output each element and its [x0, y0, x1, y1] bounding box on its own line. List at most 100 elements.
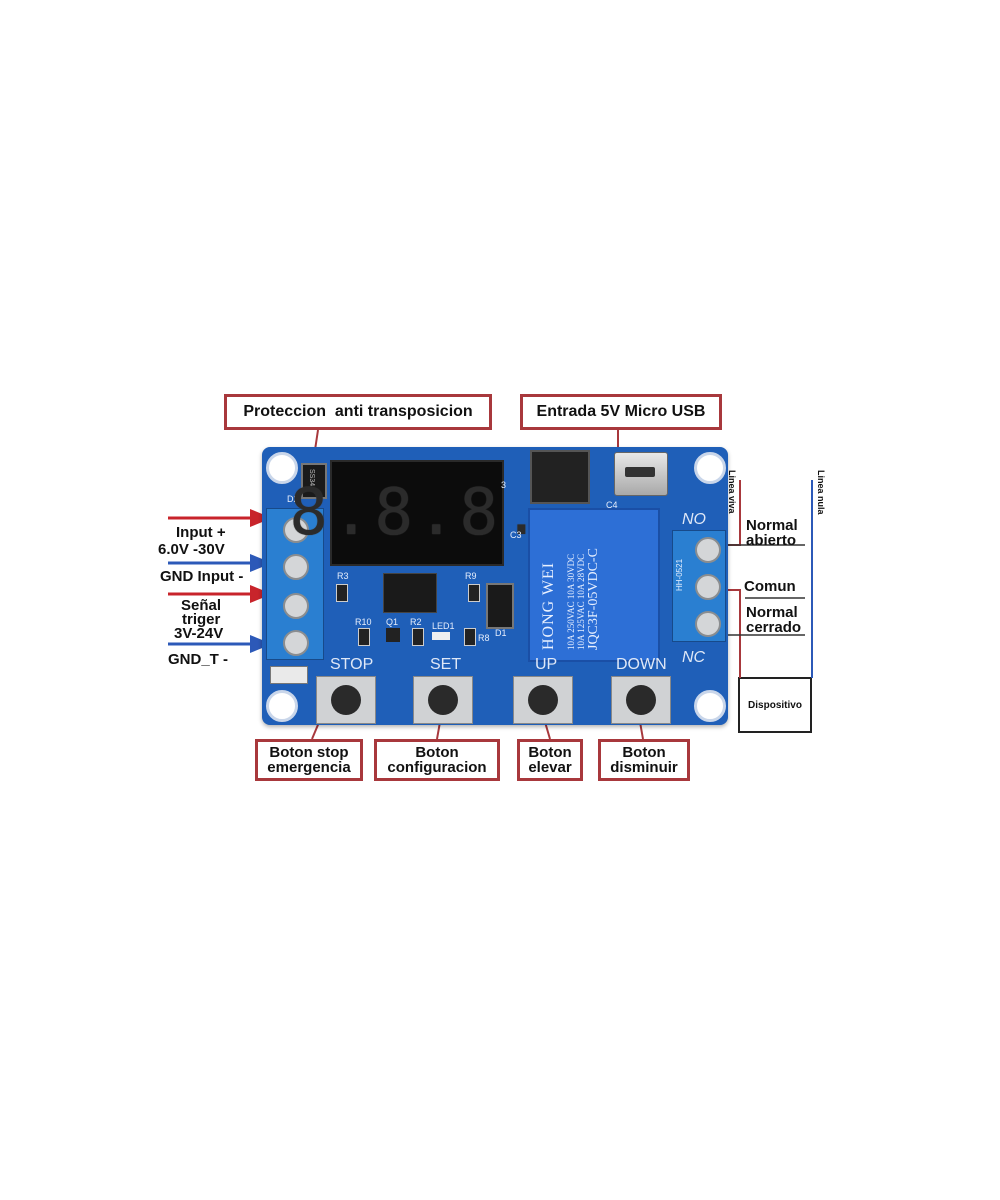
callout-boton-config-line2: configuracion — [387, 759, 487, 776]
label-normal-cerrado-1: Normal — [746, 604, 798, 621]
label-linea-nula: Linea nula — [816, 470, 826, 515]
label-triger: triger — [182, 611, 221, 628]
label-normal-abierto-2: abierto — [746, 532, 797, 549]
terminal-code: HH-0521 — [675, 558, 684, 591]
callout-proteccion-text: Proteccion anti transposicion — [243, 403, 473, 420]
silk-3: 3 — [501, 480, 507, 490]
relay-rating-1: 10A 250VAC 10A 30VDC — [566, 553, 576, 650]
label-comun: Comun — [744, 578, 796, 595]
silk-up: UP — [535, 656, 558, 673]
label-normal-cerrado-2: cerrado — [746, 619, 802, 636]
callout-boton-disminuir: Boton disminuir — [598, 739, 690, 781]
callout-boton-disminuir-line2: disminuir — [610, 759, 678, 776]
arrow-input-plus — [168, 509, 272, 527]
output-screw-com — [695, 574, 721, 600]
label-senal: Señal — [181, 597, 222, 614]
label-input-plus: Input + — [176, 524, 226, 541]
resistor-r2 — [412, 628, 424, 646]
label-linea-viva: Linea viva — [727, 470, 737, 514]
arrow-gnd-t — [168, 635, 272, 653]
seven-segment-display: 8.8.8. — [289, 460, 541, 566]
silk-r8: R8 — [478, 633, 490, 643]
relay-label: HONG WEI 10A 250VAC 10A 30VDC 10A 125VAC… — [540, 548, 602, 650]
protection-diode: SS34 — [301, 463, 327, 499]
callout-boton-elevar-line1: Boton — [528, 744, 572, 761]
callout-boton-stop-line2: emergencia — [267, 759, 351, 776]
set-button[interactable] — [413, 676, 473, 724]
callout-boton-elevar-line2: elevar — [528, 759, 572, 776]
output-screw-nc — [695, 611, 721, 637]
terminal-screw-1 — [283, 517, 309, 543]
relay-model: JQC3F-05VDC-C — [586, 548, 601, 650]
down-button[interactable] — [611, 676, 671, 724]
resistor-r9 — [468, 584, 480, 602]
silk-r10: R10 — [355, 617, 372, 627]
callout-proteccion: Proteccion anti transposicion — [224, 394, 492, 430]
silk-c3: C3 — [510, 530, 522, 540]
mounting-hole-top-right — [694, 452, 726, 484]
label-input-range: 6.0V -30V — [158, 541, 225, 558]
arrow-gnd-input — [168, 554, 272, 572]
silk-d2: D2 — [287, 494, 299, 504]
output-screw-no — [695, 537, 721, 563]
resistor-r8 — [464, 628, 476, 646]
callout-entrada-usb: Entrada 5V Micro USB — [520, 394, 722, 430]
silk-c4: C4 — [606, 500, 618, 510]
silk-stop: STOP — [330, 656, 374, 673]
diode-mark: SS34 — [308, 469, 315, 487]
silk-d1: D1 — [495, 628, 507, 638]
silk-nc: NC — [682, 649, 706, 666]
down-button-cap[interactable] — [626, 685, 656, 715]
resistor-r10 — [358, 628, 370, 646]
relay-brand: HONG WEI — [540, 561, 557, 650]
mounting-hole-top-left — [266, 452, 298, 484]
diode-d1 — [486, 583, 514, 629]
silk-r9: R9 — [465, 571, 477, 581]
input-terminal-block — [266, 508, 324, 660]
resistor-r3 — [336, 584, 348, 602]
callout-boton-elevar: Boton elevar — [517, 739, 583, 781]
label-gnd-input: GND Input - — [160, 568, 244, 585]
silk-q1: Q1 — [386, 617, 399, 627]
jumper-pads — [270, 666, 308, 684]
callout-boton-disminuir-line1: Boton — [622, 744, 666, 761]
dispositivo-box: Dispositivo — [738, 677, 812, 733]
transistor-q1 — [386, 628, 400, 642]
terminal-screw-2 — [283, 554, 309, 580]
callout-boton-config: Boton configuracion — [374, 739, 500, 781]
silk-led1: LED1 — [432, 621, 455, 631]
callout-boton-config-line1: Boton — [415, 744, 459, 761]
silk-down: DOWN — [616, 656, 667, 673]
terminal-screw-3 — [283, 593, 309, 619]
terminal-screw-4 — [283, 630, 309, 656]
usb-slot — [625, 467, 655, 477]
silk-set: SET — [430, 656, 462, 673]
relay-rating-2: 10A 125VAC 10A 28VDC — [576, 553, 586, 650]
mounting-hole-bottom-right — [694, 690, 726, 722]
output-terminal-block: HH-0521 — [672, 530, 726, 642]
dispositivo-label: Dispositivo — [748, 699, 802, 711]
label-gnd-t: GND_T - — [168, 651, 228, 668]
mounting-hole-bottom-left — [266, 690, 298, 722]
display-digits: 8.8.8. — [289, 476, 545, 550]
comun-wire — [723, 589, 741, 678]
stop-button[interactable] — [316, 676, 376, 724]
arrow-senal — [168, 585, 272, 603]
label-normal-abierto-1: Normal — [746, 517, 798, 534]
callout-boton-stop: Boton stop emergencia — [255, 739, 363, 781]
callout-entrada-text: Entrada 5V Micro USB — [536, 403, 706, 420]
silk-no: NO — [682, 511, 706, 528]
optocoupler-chip — [383, 573, 437, 613]
stop-button-cap[interactable] — [331, 685, 361, 715]
silk-r3: R3 — [337, 571, 349, 581]
callout-boton-stop-line1: Boton stop — [269, 744, 349, 761]
up-button[interactable] — [513, 676, 573, 724]
silk-r2: R2 — [410, 617, 422, 627]
relay: HONG WEI 10A 250VAC 10A 30VDC 10A 125VAC… — [528, 508, 660, 662]
micro-usb-port — [614, 452, 668, 496]
set-button-cap[interactable] — [428, 685, 458, 715]
led1 — [432, 632, 450, 640]
voltage-regulator — [530, 450, 590, 504]
up-button-cap[interactable] — [528, 685, 558, 715]
